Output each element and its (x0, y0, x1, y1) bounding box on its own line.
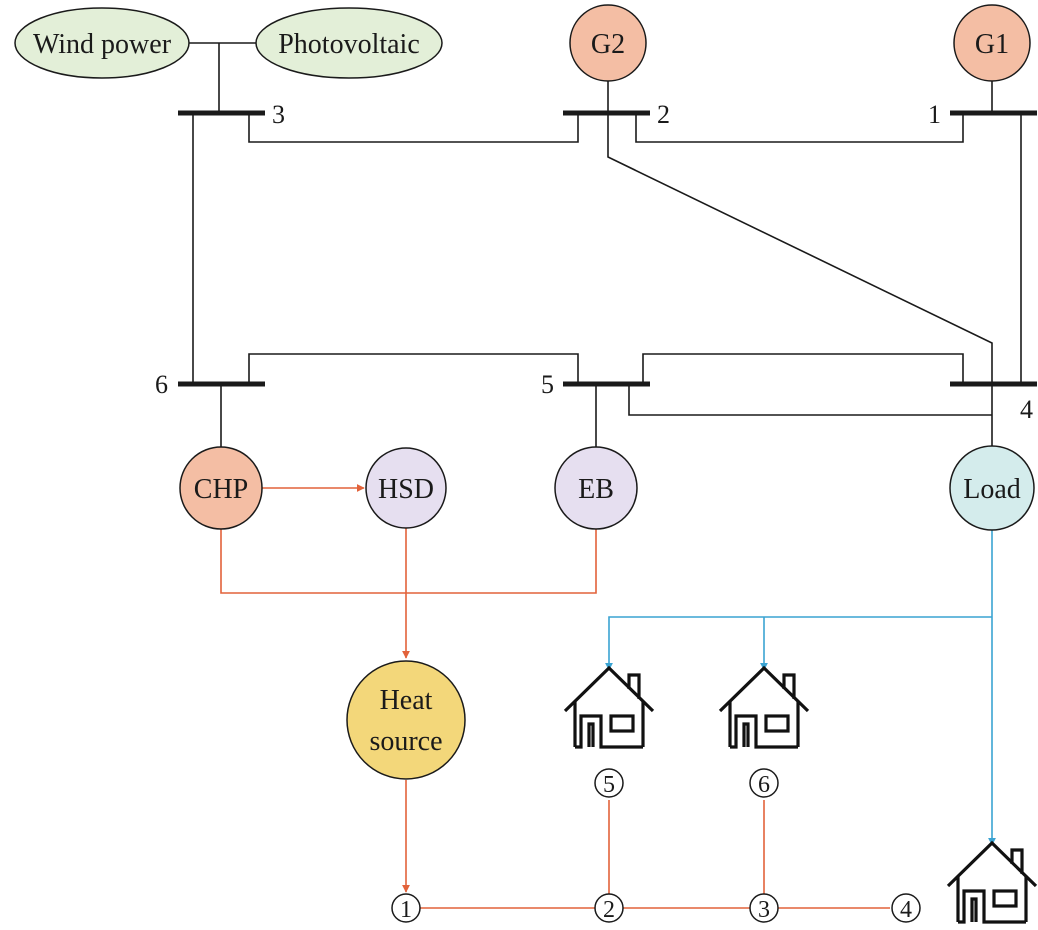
load-supply-network (605, 528, 996, 846)
bus-6-label: 6 (155, 370, 168, 399)
heat-network (220, 484, 890, 909)
bus-2-label: 2 (657, 100, 670, 129)
heat-node-4-label: 4 (900, 897, 912, 923)
load-node: Load (949, 445, 1035, 531)
wind-power-node: Wind power (14, 7, 190, 79)
hsd-circle (365, 447, 447, 529)
heat-node-4: 4 (891, 893, 921, 923)
heat-node-2-circle (594, 893, 624, 923)
load-label: Load (963, 474, 1021, 505)
bus-5-label: 5 (541, 370, 554, 399)
heat-node-3: 3 (749, 893, 779, 923)
load-to-house-1-arrow (605, 616, 992, 671)
line-5-4-lower (628, 384, 992, 416)
heat-node-3-label: 3 (758, 897, 770, 923)
heat-node-1-circle (391, 893, 421, 923)
bus-1-label: 1 (928, 100, 941, 129)
bus-4-label: 4 (1020, 395, 1033, 424)
heat-node-5: 5 (594, 768, 624, 798)
heat-source-node: Heat source (346, 660, 466, 780)
g2-node: G2 (569, 4, 647, 82)
heat-node-6-label: 6 (758, 772, 770, 798)
heat-node-5-label: 5 (603, 772, 615, 798)
house-icon (563, 666, 655, 749)
photovoltaic-ellipse (255, 7, 443, 79)
photovoltaic-node: Photovoltaic (255, 7, 443, 79)
heat-node-5-circle (594, 768, 624, 798)
heat-node-2-label: 2 (603, 897, 615, 923)
g2-circle (569, 4, 647, 82)
line-2-4 (607, 113, 993, 384)
bus-3-label: 3 (272, 100, 285, 129)
heat-node-6: 6 (749, 768, 779, 798)
hsd-label: HSD (378, 474, 434, 505)
hsd-node: HSD (365, 447, 447, 529)
power-network (178, 42, 1037, 448)
load-circle (949, 445, 1035, 531)
heat-node-1-label: 1 (400, 897, 412, 923)
line-5-4-upper (642, 353, 964, 384)
g1-circle (953, 4, 1031, 82)
line-2-1 (635, 113, 964, 143)
g1-label: G1 (975, 29, 1009, 60)
house-icon (946, 841, 1038, 924)
g1-node: G1 (953, 4, 1031, 82)
heat-node-3-circle (749, 893, 779, 923)
wind-power-label: Wind power (33, 29, 172, 60)
chp-label: CHP (194, 474, 248, 505)
wind-power-ellipse (14, 7, 190, 79)
heat-node-6-circle (749, 768, 779, 798)
line-3-2 (248, 113, 579, 143)
photovoltaic-label: Photovoltaic (278, 29, 420, 60)
chp-node: CHP (179, 446, 263, 530)
heat-node-2: 2 (594, 893, 624, 923)
heat-node-4-circle (891, 893, 921, 923)
heat-node-1: 1 (391, 893, 421, 923)
line-6-5 (248, 353, 579, 384)
heat-source-circle (346, 660, 466, 780)
house-icon (718, 666, 810, 749)
chp-circle (179, 446, 263, 530)
eb-circle (554, 446, 638, 530)
chp-eb-heat-bus (220, 528, 597, 594)
eb-node: EB (554, 446, 638, 530)
eb-label: EB (578, 474, 614, 505)
heat-source-label-line2: source (369, 726, 442, 757)
heat-source-label-line1: Heat (380, 685, 433, 716)
g2-label: G2 (591, 29, 625, 60)
